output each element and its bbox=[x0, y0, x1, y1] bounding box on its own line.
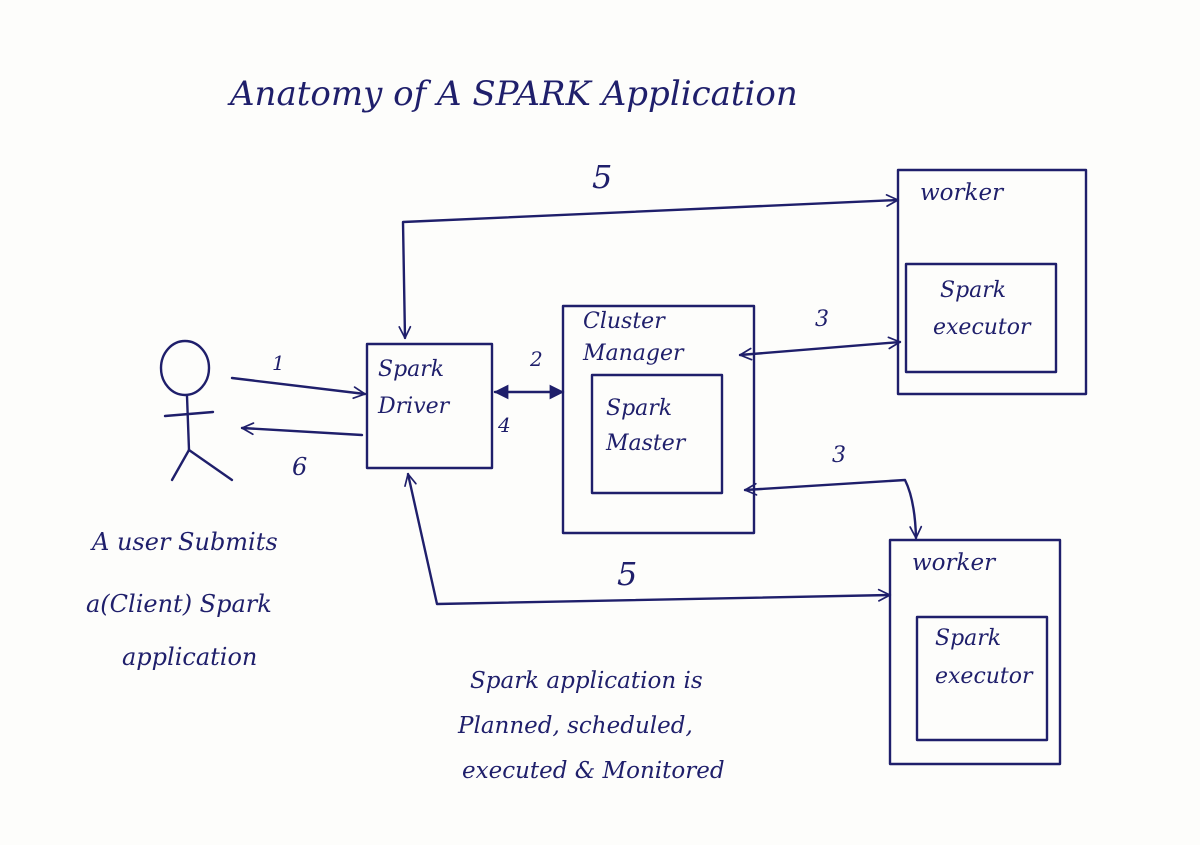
worker-top-executor-line1: Spark bbox=[940, 278, 1006, 303]
worker-bottom-executor-line1: Spark bbox=[935, 626, 1001, 651]
arrow-step6 bbox=[240, 422, 364, 437]
worker-top-box: worker Spark executor bbox=[896, 168, 1088, 396]
worker-bottom-box: worker Spark executor bbox=[888, 538, 1062, 766]
cluster-manager-label-line1: Cluster bbox=[583, 309, 666, 334]
arrow-step1 bbox=[230, 376, 367, 400]
step1-label: 1 bbox=[272, 351, 285, 375]
user-stick-figure-icon bbox=[159, 339, 234, 482]
user-caption-line1: A user Submits bbox=[90, 528, 278, 556]
step5-bottom-label: 5 bbox=[617, 555, 637, 593]
spark-driver-box: Spark Driver bbox=[365, 342, 494, 470]
driver-label-line1: Spark bbox=[378, 357, 444, 382]
arrow-step5-bottom bbox=[404, 472, 892, 606]
worker-top-label: worker bbox=[920, 180, 1005, 206]
note-line1: Spark application is bbox=[470, 668, 703, 694]
worker-top-executor-line2: executor bbox=[933, 315, 1032, 340]
step2-label: 2 bbox=[529, 347, 543, 371]
cluster-manager-label-line2: Manager bbox=[582, 341, 685, 366]
diagram-title: Anatomy of A SPARK Application bbox=[227, 74, 798, 114]
spark-master-label-line1: Spark bbox=[606, 396, 672, 421]
user-caption-line3: application bbox=[122, 643, 257, 671]
note-line3: executed & Monitored bbox=[462, 758, 725, 784]
spark-master-label-line2: Master bbox=[605, 431, 687, 456]
step3-top-label: 3 bbox=[815, 307, 829, 332]
spark-master-box: Spark Master bbox=[590, 373, 724, 495]
step3-bottom-label: 3 bbox=[832, 443, 846, 468]
user-caption-line2: a(Client) Spark bbox=[86, 590, 272, 618]
worker-bottom-executor-line2: executor bbox=[935, 664, 1034, 689]
step5-top-label: 5 bbox=[592, 158, 612, 196]
arrow-step5-top bbox=[398, 194, 900, 340]
step6-label: 6 bbox=[292, 453, 307, 481]
step4-label: 4 bbox=[497, 413, 511, 437]
note-line2: Planned, scheduled, bbox=[457, 713, 693, 739]
worker-bottom-label: worker bbox=[912, 550, 997, 576]
arrow-step3-top bbox=[738, 336, 902, 361]
driver-label-line2: Driver bbox=[377, 394, 451, 419]
arrow-step3-bottom bbox=[743, 478, 923, 540]
